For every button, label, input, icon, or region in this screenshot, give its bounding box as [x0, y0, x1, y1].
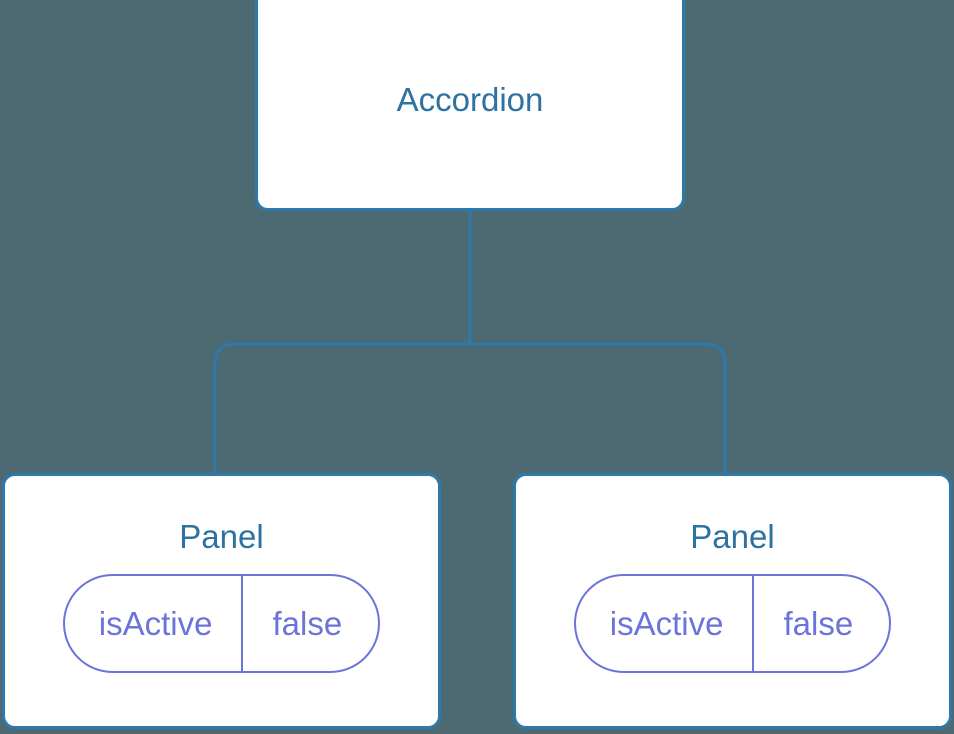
node-title: Panel	[179, 518, 264, 555]
tree-node-accordion[interactable]: Accordion	[255, 0, 685, 211]
tree-node-panel-left[interactable]: Panel isActive false	[2, 473, 441, 729]
prop-badge-isactive[interactable]: isActive false	[573, 574, 892, 673]
tree-node-panel-right[interactable]: Panel isActive false	[513, 473, 952, 729]
node-title: Panel	[690, 518, 775, 555]
prop-value: false	[272, 605, 343, 642]
prop-name: isActive	[65, 576, 244, 671]
prop-badge-isactive[interactable]: isActive false	[62, 574, 381, 673]
node-title: Accordion	[396, 81, 544, 118]
prop-value: false	[783, 605, 854, 642]
connector-to-panel-left	[213, 342, 470, 476]
prop-name: isActive	[576, 576, 755, 671]
connector-to-panel-right	[470, 342, 727, 476]
